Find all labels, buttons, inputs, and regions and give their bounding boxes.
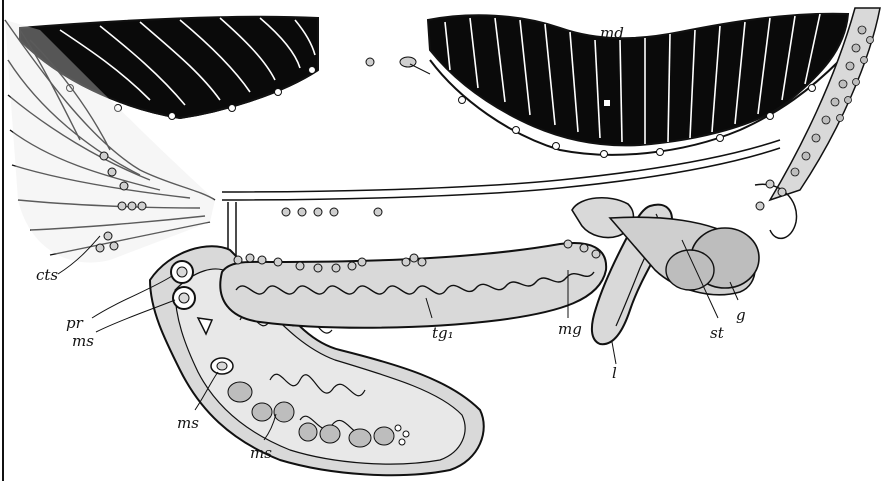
label-ms-middle: ms	[177, 414, 199, 432]
label-pr: pr	[66, 314, 84, 332]
tooth-germ-row	[220, 240, 606, 328]
loose-cells	[366, 57, 416, 67]
label-l: l	[612, 364, 617, 382]
label-tg1: tg₁	[432, 324, 454, 342]
label-md: md	[600, 24, 624, 42]
label-g: g	[736, 306, 746, 324]
mandibular-muscle-block	[428, 14, 848, 158]
label-ms-lower: ms	[250, 444, 272, 462]
label-mg: mg	[558, 320, 582, 338]
label-cts: cts	[36, 266, 58, 284]
membrane-cells	[282, 208, 382, 216]
label-ms-upper: ms	[72, 332, 94, 350]
label-st: st	[710, 324, 725, 342]
